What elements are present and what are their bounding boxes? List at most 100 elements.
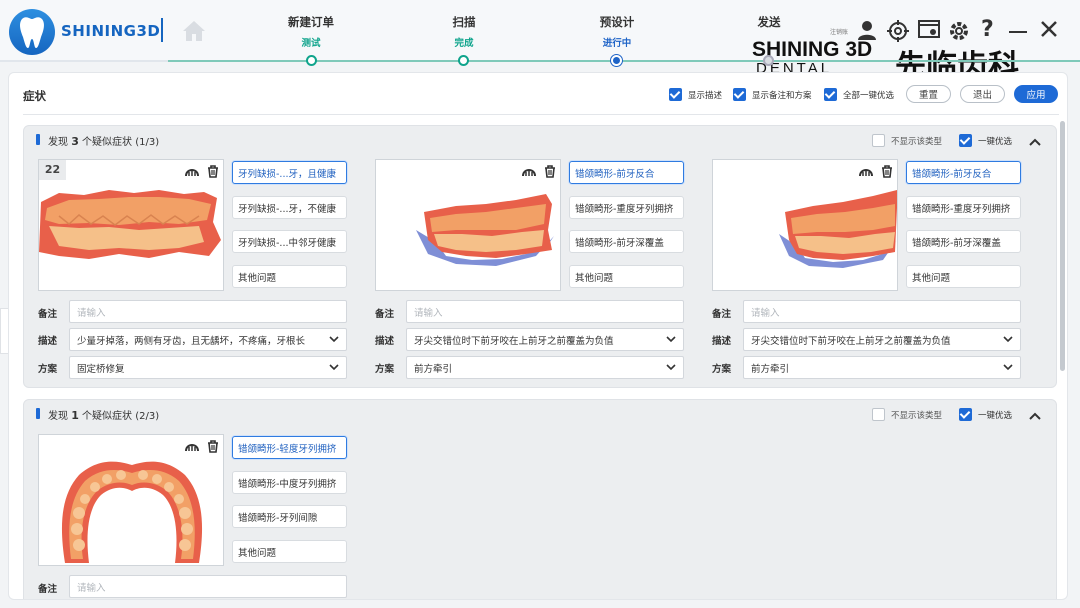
symptom-tag[interactable]: 其他问题 (569, 265, 684, 288)
scan-thumbnail[interactable] (712, 159, 898, 291)
show-description-option[interactable]: 显示描述 (669, 88, 722, 101)
symptom-tag[interactable]: 错颌畸形-重度牙列拥挤 (906, 196, 1021, 219)
note-label: 备注 (375, 309, 395, 320)
exit-button[interactable]: 退出 (960, 85, 1005, 103)
description-label: 描述 (375, 336, 395, 347)
symptom-panel: 症状 显示描述 显示备注和方案 全部一键优选 重置 退出 应用 发现 3 个疑似… (8, 72, 1068, 600)
reset-button[interactable]: 重置 (906, 85, 951, 103)
checkbox[interactable] (669, 88, 682, 101)
auto-select-option[interactable]: 一键优选 (959, 408, 1012, 421)
teeth-arch-scan-image (61, 461, 203, 563)
collapse-group-button[interactable] (1028, 132, 1042, 151)
top-bar: SHINING3D 新建订单 测试 扫描 完成 预设计 进行中 发送 注销账 ?… (0, 0, 1080, 85)
gear-icon[interactable] (948, 20, 970, 46)
screen-settings-icon[interactable] (918, 20, 940, 44)
symptom-card: 错颌畸形-前牙反合 错颌畸形-重度牙列拥挤 错颌畸形-前牙深覆盖 其他问题 备注… (712, 159, 1022, 384)
trash-icon[interactable] (544, 165, 556, 178)
target-icon[interactable] (887, 20, 909, 46)
plan-select[interactable]: 固定桥修复 (69, 356, 347, 379)
plan-label: 方案 (375, 364, 395, 375)
scan-thumbnail[interactable] (38, 434, 224, 566)
plan-select[interactable]: 前方牵引 (743, 356, 1021, 379)
symptom-tag[interactable]: 牙列缺损-...牙，不健康 (232, 196, 347, 219)
step-scan[interactable]: 扫描 完成 (424, 14, 504, 49)
group-header: 发现 3 个疑似症状 (1/3) 不显示该类型 一键优选 (24, 126, 1056, 154)
symptom-tag[interactable]: 错颌畸形-前牙反合 (906, 161, 1021, 184)
step-title: 扫描 (452, 15, 476, 29)
description-select[interactable]: 少量牙掉落，两侧有牙齿，且无龋坏，不疼痛，牙根长 (69, 328, 347, 351)
chevron-down-icon (666, 364, 676, 371)
note-label: 备注 (38, 309, 58, 320)
scan-thumbnail[interactable]: 22 (38, 159, 224, 291)
checkbox[interactable] (733, 88, 746, 101)
user-icon[interactable] (857, 20, 877, 44)
teeth-scan-image (779, 190, 897, 268)
tooth-view-icon[interactable] (185, 165, 199, 177)
description-label: 描述 (712, 336, 732, 347)
symptom-card: 22 牙列缺损-...牙，且健康 牙列缺损-...牙，不健康 牙列缺损-...中… (38, 159, 348, 384)
help-icon[interactable]: ? (981, 17, 994, 42)
symptom-tag[interactable]: 错颌畸形-中度牙列拥挤 (232, 471, 347, 494)
hide-type-option[interactable]: 不显示该类型 (872, 134, 942, 147)
symptom-tag[interactable]: 其他问题 (232, 540, 347, 563)
auto-select-all-option[interactable]: 全部一键优选 (824, 88, 894, 101)
logo-icon (9, 9, 55, 55)
tooth-view-icon[interactable] (185, 440, 199, 452)
note-label: 备注 (38, 584, 58, 595)
note-label: 备注 (712, 309, 732, 320)
plan-select[interactable]: 前方牵引 (406, 356, 684, 379)
symptom-tag[interactable]: 错颌畸形-重度牙列拥挤 (569, 196, 684, 219)
symptom-tag[interactable]: 其他问题 (906, 265, 1021, 288)
apply-button[interactable]: 应用 (1014, 85, 1058, 103)
checkbox[interactable] (959, 134, 972, 147)
step-send[interactable]: 发送 (729, 14, 809, 35)
checkbox[interactable] (872, 134, 885, 147)
group-title: 发现 1 个疑似症状 (2/3) (48, 409, 160, 422)
minimize-icon[interactable] (1009, 31, 1027, 33)
scrollbar[interactable] (1060, 121, 1065, 371)
watermark-line1: SHINING 3D (752, 38, 873, 61)
note-input[interactable]: 请输入 (69, 300, 347, 323)
symptom-tag[interactable]: 错颌畸形-轻度牙列拥挤 (232, 436, 347, 459)
description-select[interactable]: 牙尖交错位时下前牙咬在上前牙之前覆盖为负值 (743, 328, 1021, 351)
step-dot-active (611, 55, 622, 66)
collapse-group-button[interactable] (1028, 406, 1042, 425)
step-title: 预设计 (599, 15, 635, 29)
note-input[interactable]: 请输入 (406, 300, 684, 323)
tooth-view-icon[interactable] (859, 165, 873, 177)
group-marker (36, 408, 40, 419)
note-input[interactable]: 请输入 (69, 575, 347, 598)
chevron-down-icon (329, 336, 339, 343)
user-label: 注销账 (830, 29, 849, 36)
symptom-tag[interactable]: 其他问题 (232, 265, 347, 288)
checkbox[interactable] (959, 408, 972, 421)
checkbox[interactable] (872, 408, 885, 421)
symptom-tag[interactable]: 错颌畸形-前牙反合 (569, 161, 684, 184)
step-pre-design[interactable]: 预设计 进行中 (577, 14, 657, 49)
step-new-order[interactable]: 新建订单 测试 (271, 14, 351, 49)
symptom-tag[interactable]: 错颌畸形-前牙深覆盖 (569, 230, 684, 253)
checkbox[interactable] (824, 88, 837, 101)
symptom-tag[interactable]: 牙列缺损-...牙，且健康 (232, 161, 347, 184)
home-icon[interactable] (182, 20, 206, 46)
symptom-tag[interactable]: 牙列缺损-...中邻牙健康 (232, 230, 347, 253)
symptom-card: 错颌畸形-轻度牙列拥挤 错颌畸形-中度牙列拥挤 错颌畸形-牙列间隙 其他问题 备… (38, 434, 348, 599)
note-input[interactable]: 请输入 (743, 300, 1021, 323)
symptom-tag[interactable]: 错颌畸形-牙列间隙 (232, 505, 347, 528)
symptom-tag[interactable]: 错颌畸形-前牙深覆盖 (906, 230, 1021, 253)
trash-icon[interactable] (207, 165, 219, 178)
chevron-down-icon (1003, 336, 1013, 343)
close-icon[interactable] (1040, 20, 1058, 42)
auto-select-option[interactable]: 一键优选 (959, 134, 1012, 147)
step-title: 发送 (757, 15, 781, 29)
page-title: 症状 (23, 89, 46, 103)
trash-icon[interactable] (207, 440, 219, 453)
scan-thumbnail[interactable] (375, 159, 561, 291)
trash-icon[interactable] (881, 165, 893, 178)
logo-divider (161, 18, 163, 42)
plan-label: 方案 (712, 364, 732, 375)
show-notes-option[interactable]: 显示备注和方案 (733, 88, 812, 101)
tooth-view-icon[interactable] (522, 165, 536, 177)
description-select[interactable]: 牙尖交错位时下前牙咬在上前牙之前覆盖为负值 (406, 328, 684, 351)
hide-type-option[interactable]: 不显示该类型 (872, 408, 942, 421)
